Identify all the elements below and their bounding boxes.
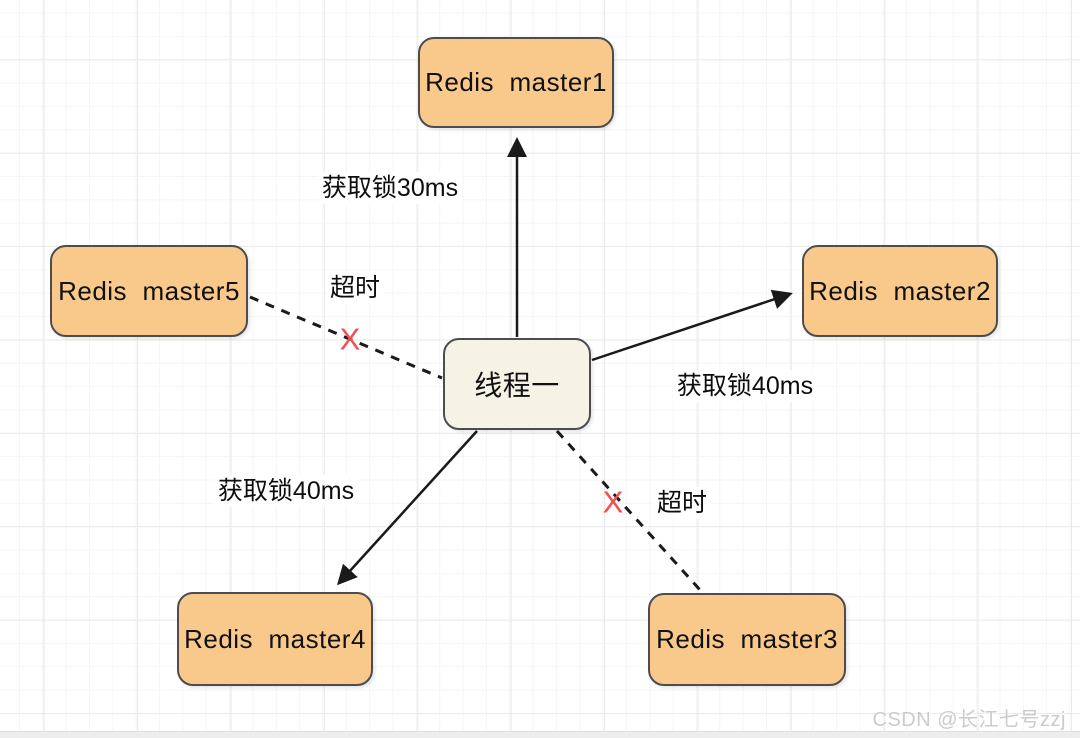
node-redis-master3: Redis master3	[648, 593, 846, 686]
edge-label-acquire-40ms-right: 获取锁40ms	[672, 370, 818, 402]
node-redis-master5: Redis master5	[50, 245, 248, 337]
csdn-watermark: CSDN @长江七号zzj	[872, 709, 1066, 731]
edge-thread-to-master2	[591, 289, 793, 362]
edge-thread-to-master5-dashed	[249, 295, 443, 380]
node-thread-1: 线程一	[443, 338, 591, 430]
node-redis-master1: Redis master1	[418, 37, 614, 128]
timeout-x-mark-right: X	[602, 484, 624, 520]
timeout-x-mark-left: X	[339, 321, 361, 357]
node-redis-master4: Redis master4	[177, 592, 373, 686]
edge-label-timeout-left: 超时	[325, 272, 385, 304]
edge-thread-to-master4	[336, 430, 478, 586]
node-redis-master2: Redis master2	[802, 245, 998, 337]
edge-label-acquire-40ms-left: 获取锁40ms	[213, 475, 359, 507]
edge-label-timeout-right: 超时	[652, 487, 712, 519]
edge-label-acquire-30ms: 获取锁30ms	[317, 172, 463, 204]
canvas-bottom-edge	[0, 731, 1080, 738]
edge-thread-to-master3-dashed	[555, 429, 703, 593]
